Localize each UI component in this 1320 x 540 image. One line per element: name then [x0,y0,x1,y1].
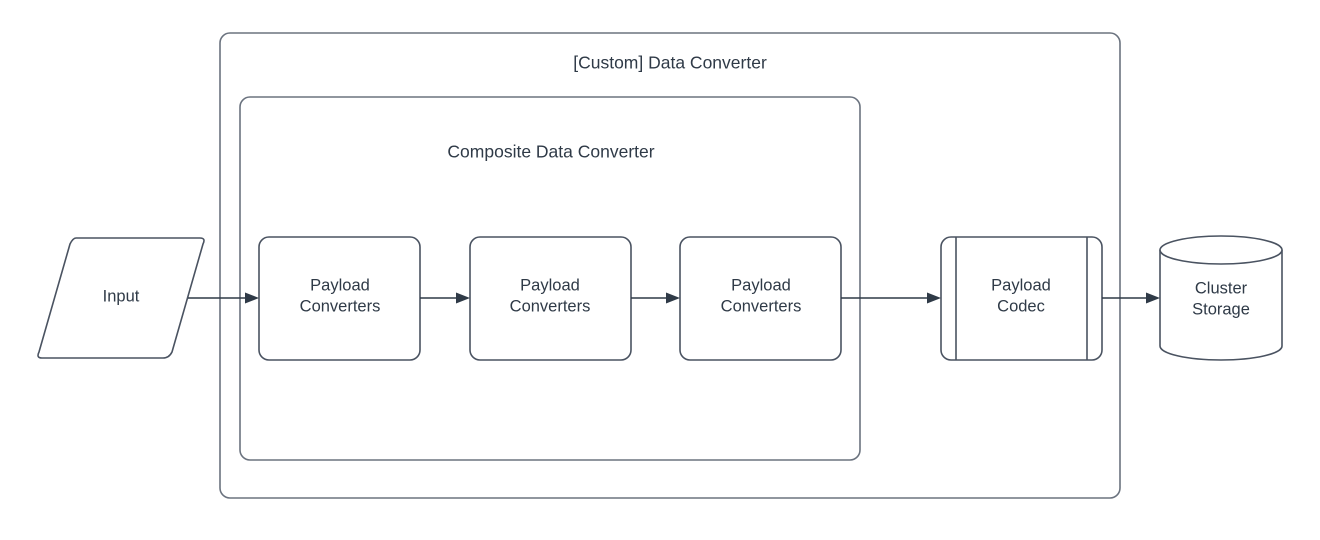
edge-converters-3-to-payload-codec [841,292,941,304]
container-custom-data-converter[interactable] [219,32,1121,499]
container-composite-data-converter[interactable] [239,96,861,461]
node-input-shape[interactable] [37,237,205,359]
node-cluster-storage-body[interactable] [1159,249,1283,361]
edge-input-to-converters-1 [188,292,259,304]
node-payload-converters-1-shape[interactable] [258,236,421,361]
node-payload-converters-3-shape[interactable] [679,236,842,361]
node-payload-converters-2-shape[interactable] [469,236,632,361]
node-cluster-storage-top [1159,235,1283,265]
edge-converters-2-to-converters-3 [631,292,680,304]
edge-payload-codec-to-cluster-storage [1102,292,1160,304]
edge-converters-1-to-converters-2 [420,292,470,304]
node-payload-codec-shape[interactable] [940,236,1103,361]
